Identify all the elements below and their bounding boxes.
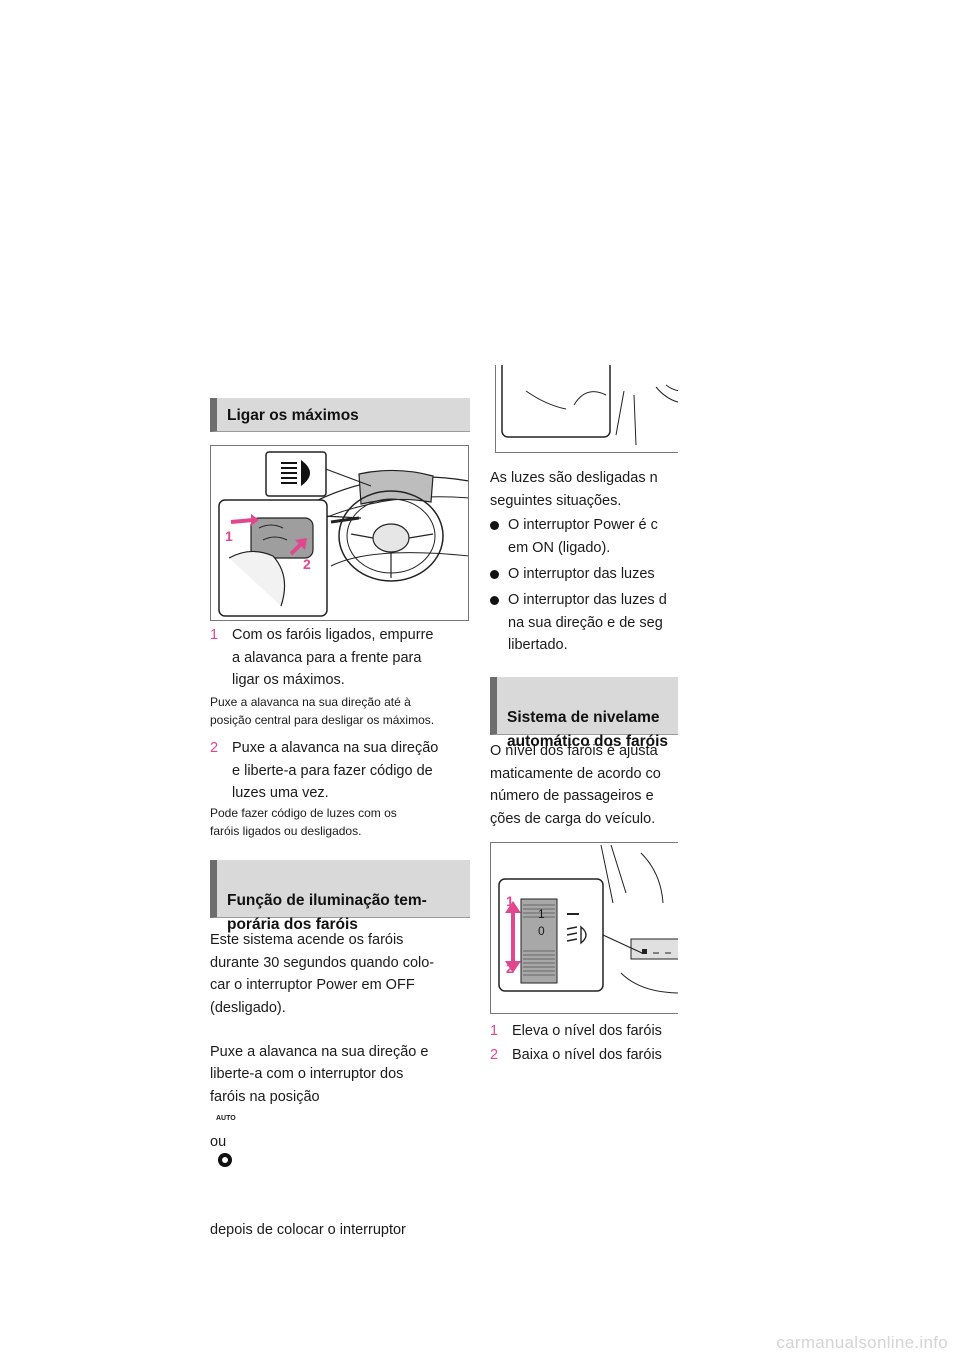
paragraph-text: ou xyxy=(210,1133,227,1150)
section-heading-text: Função de iluminação tem- porária dos fa… xyxy=(227,892,427,933)
section-heading-text: Ligar os máximos xyxy=(227,407,359,424)
bullet-text: O interruptor Power é c em ON (ligado). xyxy=(508,517,658,556)
light-switch-illustration xyxy=(501,365,678,446)
bullet-lever-pulled: O interruptor das luzes d na sua direção… xyxy=(490,589,678,657)
auto-position-icon: AUTO xyxy=(216,1115,236,1122)
high-beam-figure: 1 2 xyxy=(210,445,469,621)
note-flash: Pode fazer código de luzes com os faróis… xyxy=(210,806,397,838)
step-number: 1 xyxy=(490,1023,499,1039)
step-text: Com os faróis ligados, empurre a alavanc… xyxy=(232,627,434,688)
step-text: Eleva o nível dos faróis xyxy=(512,1023,662,1039)
paragraph-lights-off: As luzes são desligadas n seguintes situ… xyxy=(490,470,658,509)
leveling-dial-illustration xyxy=(498,844,678,994)
leveling-figure: 1 0 1 2 xyxy=(490,842,678,1014)
figure-label-1: 1 xyxy=(225,528,233,544)
step-1-raise: 1 Eleva o nível dos faróis xyxy=(490,1020,678,1044)
paragraph-text: Puxe a alavanca na sua direção e liberte… xyxy=(210,1043,429,1105)
step-2-lower: 2 Baixa o nível dos faróis xyxy=(490,1044,678,1068)
bullet-icon xyxy=(490,521,499,530)
dial-mark-1: 1 xyxy=(538,907,545,921)
paragraph-temporary-lighting: Este sistema acende os faróis durante 30… xyxy=(210,932,435,1016)
step-2-flash: 2 Puxe a alavanca na sua direção e liber… xyxy=(210,737,470,805)
watermark-footer: carmanualsonline.info xyxy=(776,1333,948,1352)
bullet-light-switch: O interruptor das luzes xyxy=(490,563,678,587)
section-heading-leveling: Sistema de nivelame automático dos farói… xyxy=(490,677,678,750)
figure-label-2: 2 xyxy=(506,960,514,976)
section-heading-text: Sistema de nivelame automático dos farói… xyxy=(507,709,669,750)
section-heading-high-beam: Ligar os máximos xyxy=(210,398,470,432)
paragraph-lever-instruction: Puxe a alavanca na sua direção e liberte… xyxy=(210,1018,472,1241)
light-switch-figure xyxy=(495,365,678,453)
step-text: Puxe a alavanca na sua direção e liberte… xyxy=(232,740,439,801)
bullet-text: O interruptor das luzes d na sua direção… xyxy=(508,592,667,653)
figure-label-1: 1 xyxy=(506,893,514,909)
headlight-icon xyxy=(218,1153,232,1167)
step-number: 2 xyxy=(210,740,219,756)
bullet-power-switch: O interruptor Power é c em ON (ligado). xyxy=(490,514,678,560)
bullet-icon xyxy=(490,570,499,579)
bullet-text: O interruptor das luzes xyxy=(508,566,655,582)
step-text: Baixa o nível dos faróis xyxy=(512,1047,662,1063)
note-high-beam-off: Puxe a alavanca na sua direção até à pos… xyxy=(210,695,435,727)
step-1-high-beam: 1 Com os faróis ligados, empurre a alava… xyxy=(210,624,470,692)
section-heading-temporary-lighting: Função de iluminação tem- porária dos fa… xyxy=(210,860,470,933)
step-number: 2 xyxy=(490,1047,499,1063)
paragraph-leveling: O nível dos faróis é ajusta maticamente … xyxy=(490,743,661,827)
figure-label-2: 2 xyxy=(303,556,311,572)
paragraph-text: depois de colocar o interruptor xyxy=(210,1221,406,1238)
right-column: As luzes são desligadas n seguintes situ… xyxy=(490,0,678,1358)
bullet-icon xyxy=(490,596,499,605)
steering-wheel-illustration xyxy=(218,451,468,617)
dial-mark-0: 0 xyxy=(538,924,545,938)
step-number: 1 xyxy=(210,627,219,643)
